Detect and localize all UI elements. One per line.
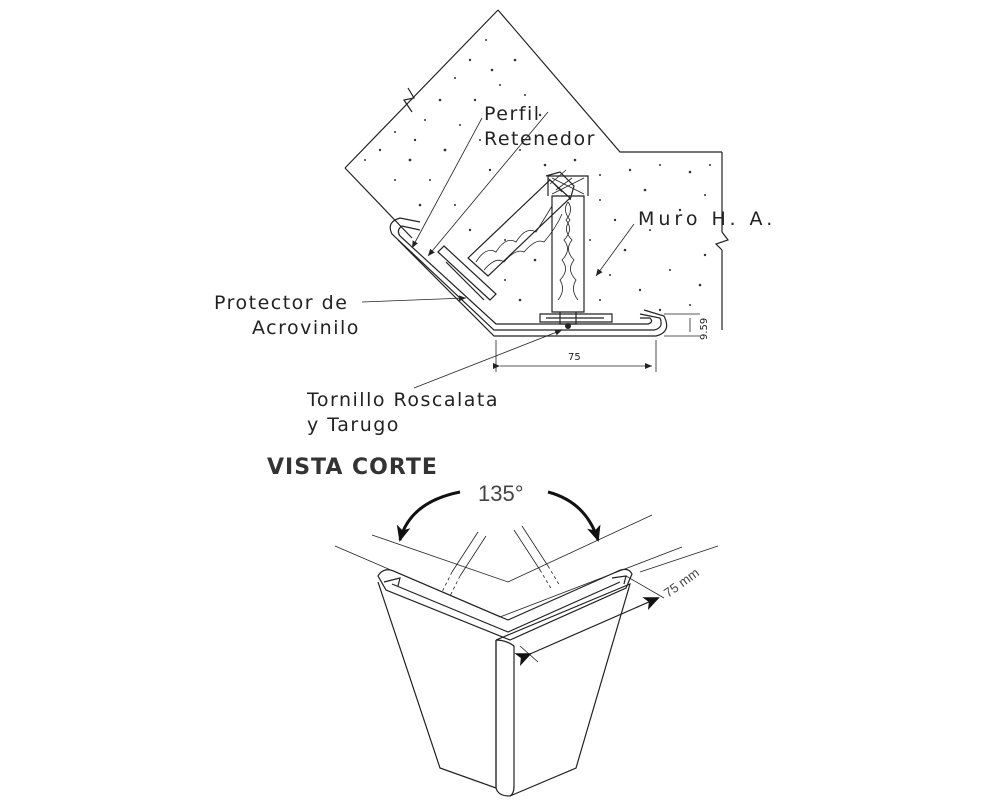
label-muro: Muro H. A. — [638, 208, 776, 230]
wall-edge-upper — [371, 514, 653, 583]
width-label: 75 mm — [661, 565, 702, 600]
angle-arrow — [396, 490, 461, 542]
label-tornillo-line1: Tornillo Roscalata — [306, 389, 499, 411]
retainer-profile — [437, 245, 613, 323]
screw-hints — [441, 525, 561, 597]
label-perfil-line1: Perfil — [484, 103, 541, 125]
guard-top-profile — [377, 568, 633, 641]
dimension-75: 75 — [568, 352, 581, 363]
label-tornillo-line2: y Tarugo — [307, 414, 400, 436]
angle-arrow-right — [547, 490, 601, 542]
width-dimension — [514, 545, 719, 667]
concrete-wall — [344, 9, 729, 330]
label-protector-line1: Protector de — [214, 292, 348, 314]
guard-left-face — [377, 581, 497, 789]
section-view: Perfil Retenedor Muro H. A. Protector de… — [214, 9, 776, 436]
guard-corner-edge — [495, 639, 515, 797]
label-perfil-line2: Retenedor — [484, 128, 596, 150]
dimension-lines — [493, 313, 700, 372]
dimension-959: 9.59 — [699, 318, 710, 340]
corner-3d-view: 135° 75 mm — [334, 481, 719, 797]
concrete-texture — [364, 39, 711, 312]
view-title: VISTA CORTE — [267, 455, 438, 480]
vinyl-protector-profile — [389, 217, 668, 337]
label-protector-line2: Acrovinilo — [252, 317, 360, 339]
leader-lines — [361, 111, 635, 389]
angle-label: 135° — [478, 481, 524, 506]
screw-and-dowel — [467, 169, 589, 329]
